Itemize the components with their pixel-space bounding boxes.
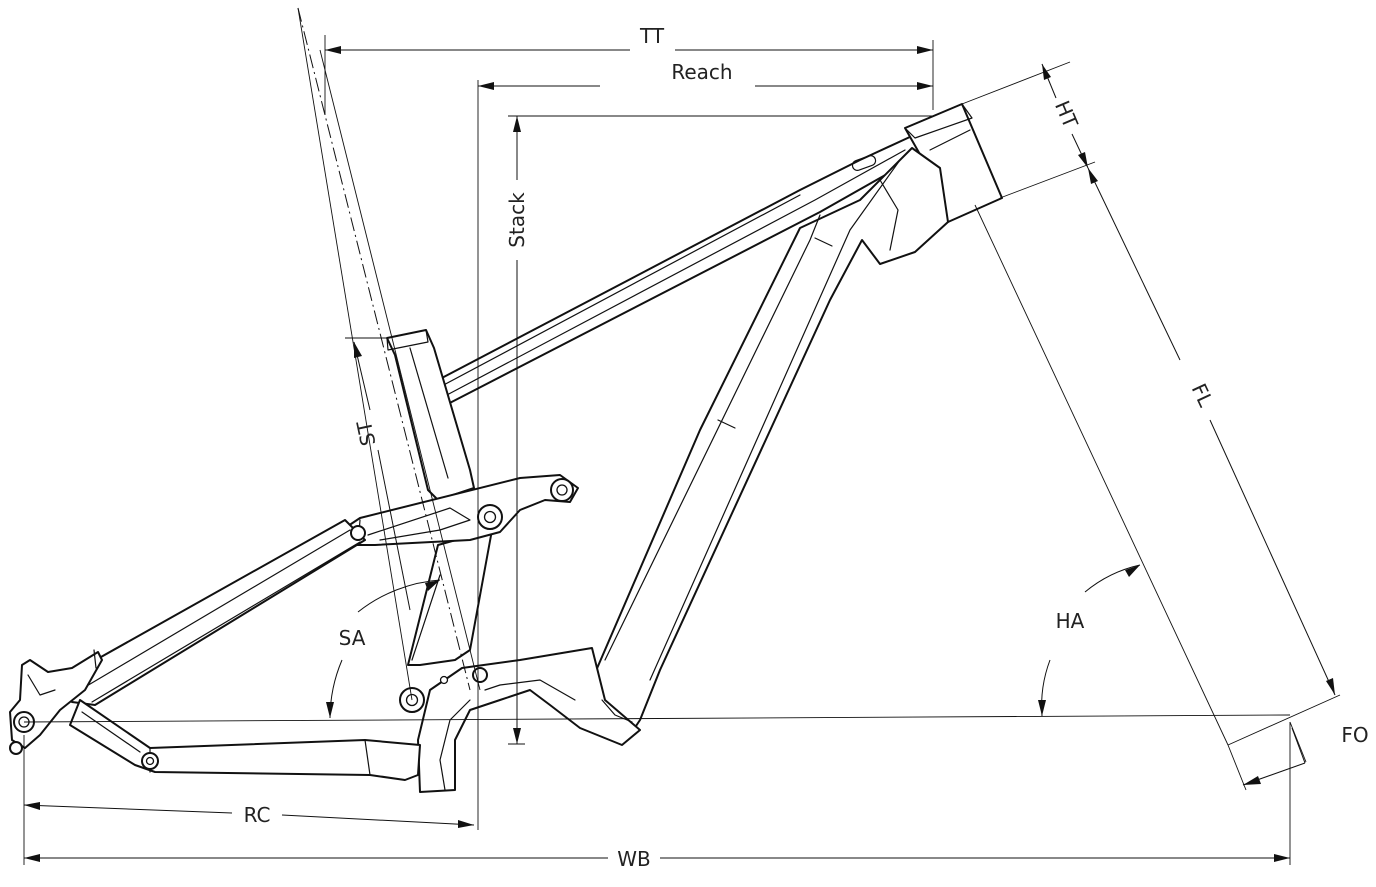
ha-label: HA: [1056, 609, 1085, 633]
dropout-bolt: [9, 741, 23, 755]
seatstay-pivot: [350, 525, 366, 541]
small-bolt: [439, 675, 449, 685]
shock-lower-pivot: [472, 667, 488, 683]
stack-label: Stack: [505, 192, 529, 248]
fl-label: FL: [1187, 380, 1219, 411]
dimension-lines: TT Reach Stack HT FL: [23, 24, 1369, 871]
rocker-link: [344, 474, 579, 546]
seat-tube-lower: [407, 529, 493, 666]
seat-tube: [386, 329, 475, 501]
fo-label: FO: [1341, 723, 1368, 747]
down-tube: [591, 147, 949, 736]
wb-label: WB: [617, 847, 651, 871]
reach-label: Reach: [671, 60, 732, 84]
construction-lines: [23, 7, 1291, 830]
rc-label: RC: [244, 803, 271, 827]
tt-label: TT: [639, 24, 665, 48]
motor-housing: [417, 647, 641, 793]
st-label: ST: [352, 418, 381, 448]
bike-frame: [9, 103, 1003, 793]
top-tube-slot: [851, 155, 877, 171]
sa-label: SA: [339, 626, 366, 650]
ht-label: HT: [1050, 97, 1083, 132]
